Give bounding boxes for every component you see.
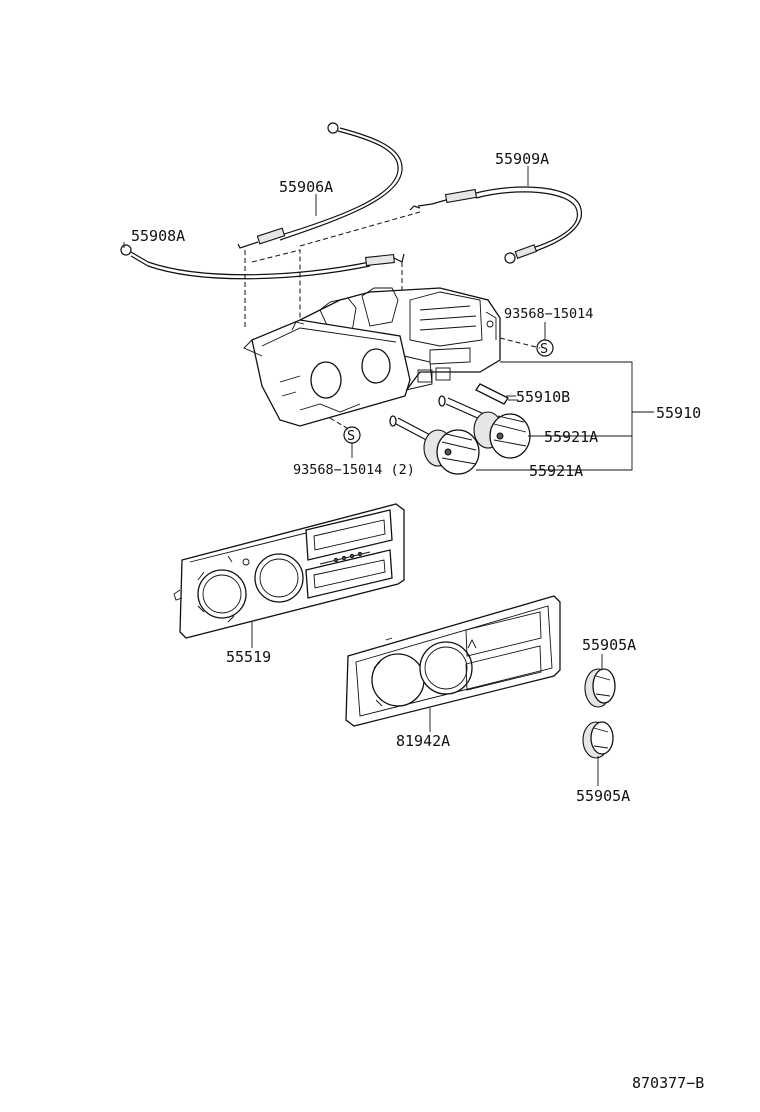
label-55906A: 55906A bbox=[279, 178, 333, 196]
label-81942A: 81942A bbox=[396, 732, 450, 750]
control-panel-55519 bbox=[173, 503, 405, 639]
knob-55921A-upper bbox=[438, 395, 531, 459]
screw-s-bottom-text: S bbox=[347, 428, 355, 444]
label-55909A: 55909A bbox=[495, 150, 549, 168]
label-55519: 55519 bbox=[226, 648, 271, 666]
label-55905A-lower: 55905A bbox=[576, 787, 630, 805]
screw-s-top-text: S bbox=[540, 341, 548, 357]
label-55905A-upper: 55905A bbox=[582, 636, 636, 654]
cable-55908A bbox=[120, 244, 405, 280]
screw-symbol-bottom: S bbox=[343, 426, 361, 458]
cap-55905A-upper bbox=[584, 668, 616, 708]
label-55908A: 55908A bbox=[131, 227, 185, 245]
cable-55909A bbox=[409, 186, 582, 264]
label-55921A-upper: 55921A bbox=[544, 428, 598, 446]
label-93568-15014-top: 93568−15014 bbox=[504, 306, 593, 322]
assembly-guide-lines bbox=[244, 211, 541, 431]
leader-lines bbox=[123, 166, 654, 786]
clip-55910B bbox=[475, 383, 518, 405]
label-55910B: 55910B bbox=[516, 388, 570, 406]
label-93568-15014-bottom: 93568−15014 (2) bbox=[293, 462, 415, 478]
cap-55905A-lower bbox=[582, 721, 614, 759]
knob-55921A-lower bbox=[389, 415, 480, 475]
panel-81942A bbox=[345, 595, 561, 727]
heater-control-assembly bbox=[243, 287, 501, 427]
screw-symbol-top: S bbox=[536, 322, 554, 357]
figure-code: 870377−B bbox=[632, 1074, 704, 1092]
cable-55906A bbox=[237, 122, 403, 249]
label-55921A-lower: 55921A bbox=[529, 462, 583, 480]
label-55910: 55910 bbox=[656, 404, 701, 422]
